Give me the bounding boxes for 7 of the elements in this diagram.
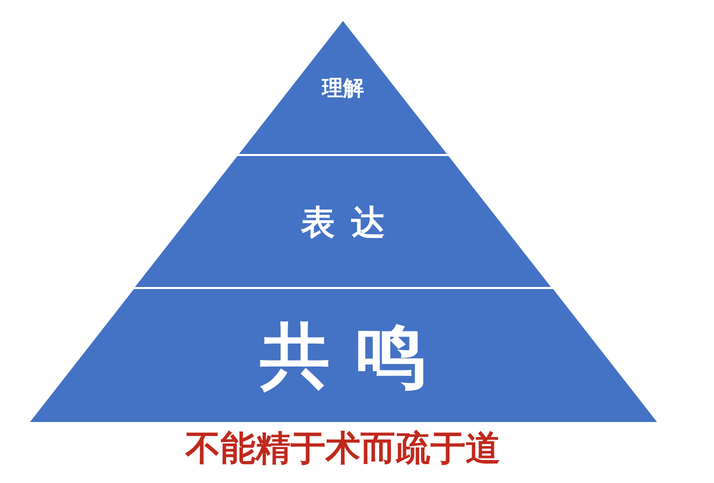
tier-label: 表达 [300,206,401,240]
pyramid-tier [135,156,551,287]
pyramid-tier [239,21,447,154]
caption-text: 不能精于术而疏于道 [186,432,500,466]
tier-label: 共鸣 [259,321,452,391]
tier-label: 理解 [322,78,364,98]
pyramid-tier [30,289,656,422]
